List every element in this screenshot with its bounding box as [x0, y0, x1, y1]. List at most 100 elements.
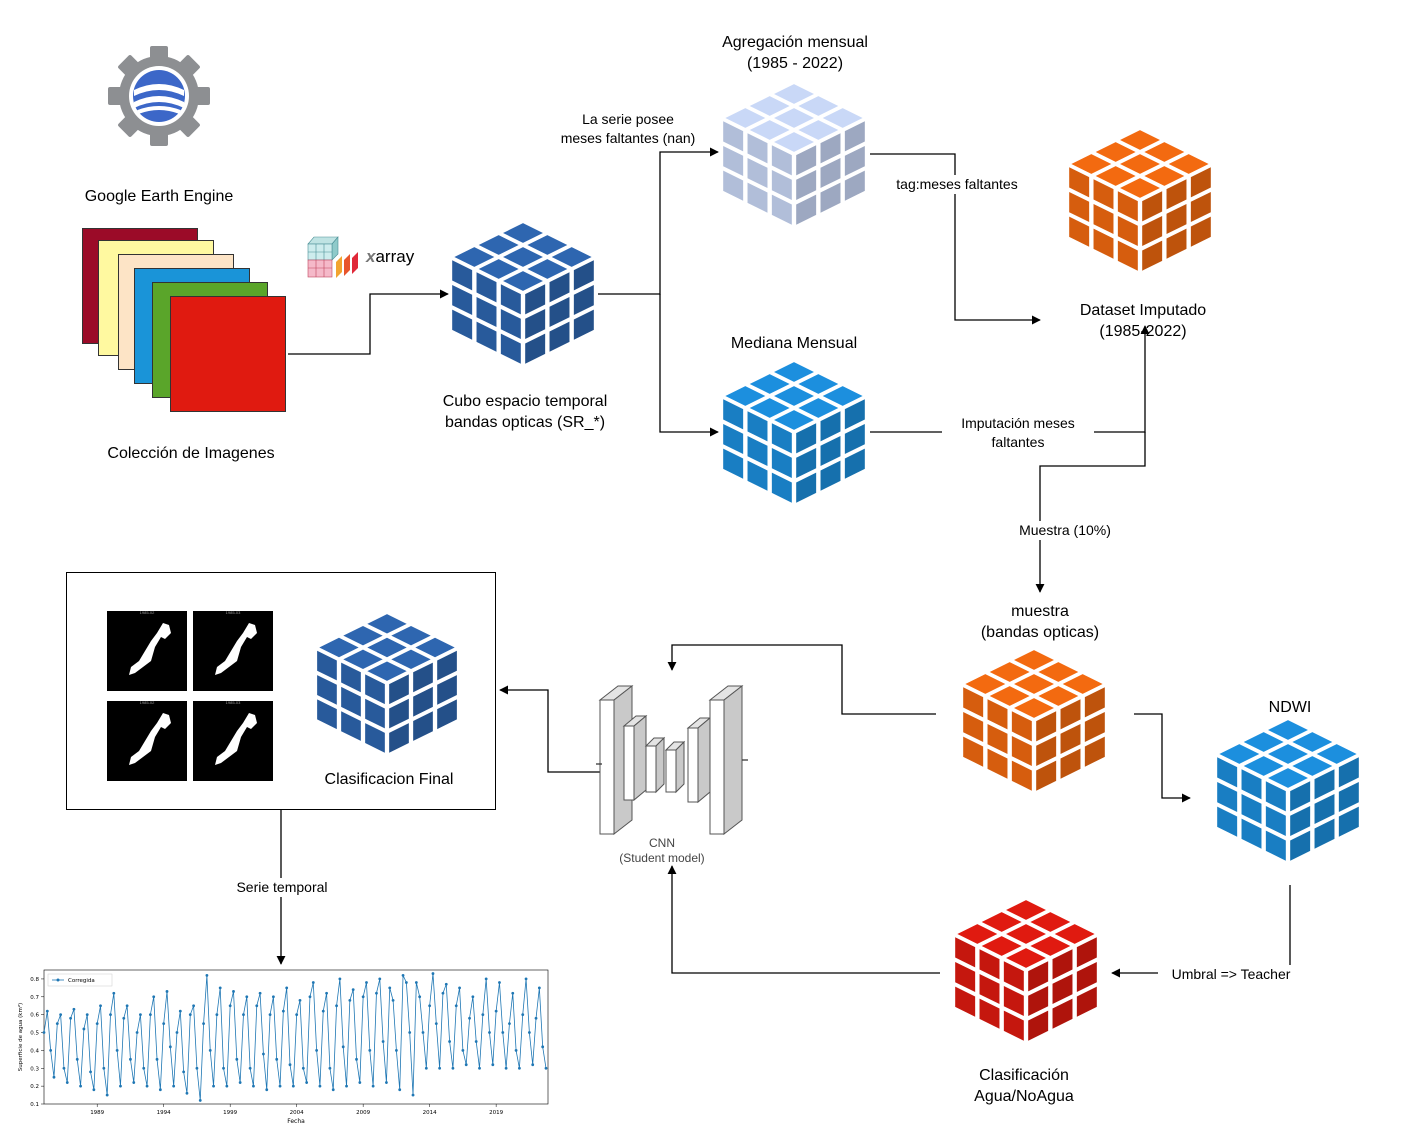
data-point	[129, 1057, 132, 1061]
cube-tile	[1241, 769, 1262, 800]
data-point	[404, 981, 408, 984]
data-point	[544, 1066, 548, 1070]
data-point	[225, 1084, 229, 1088]
agg-title: Agregación mensual(1985 - 2022)	[722, 34, 868, 72]
series-line	[43, 973, 547, 1101]
final-classification-label: Clasificacion Final	[324, 771, 454, 788]
cube-tile	[796, 169, 817, 201]
x-axis-label: Fecha	[287, 1118, 305, 1125]
data-point	[428, 1004, 432, 1008]
cube-tile	[796, 472, 817, 503]
cube-tile	[341, 662, 361, 693]
cube-tile	[452, 284, 473, 316]
data-point	[168, 1045, 172, 1049]
data-point	[434, 1022, 438, 1025]
collection-label: Colección de Imagenes	[107, 445, 275, 462]
cube-tile	[774, 410, 814, 430]
cube-tile	[798, 96, 839, 116]
cube-tile	[1028, 1010, 1049, 1041]
data-point	[195, 1066, 199, 1070]
data-point	[192, 1004, 196, 1008]
cube-tile	[1117, 191, 1138, 222]
data-point	[527, 1031, 531, 1034]
x-tick-label: 2019	[489, 1110, 503, 1116]
cube-tile	[437, 699, 457, 730]
edge-classif-to-cnn	[667, 865, 940, 974]
cube-tile	[844, 423, 865, 455]
cube-tile	[1052, 998, 1073, 1029]
cube-tile	[1338, 781, 1359, 813]
cube-tile	[389, 723, 409, 753]
data-point	[105, 1093, 109, 1097]
cube-tile	[723, 423, 744, 455]
x-tick-label: 2009	[356, 1110, 370, 1116]
cube-tile	[796, 194, 817, 225]
sample-percent-label: Muestra (10%)	[1005, 521, 1125, 540]
cube-tile	[1095, 166, 1136, 186]
threshold-teacher-label: Umbral => Teacher	[1158, 965, 1304, 984]
cube-tile	[1190, 167, 1211, 198]
cube-tile	[1217, 757, 1238, 788]
data-point	[424, 1066, 428, 1070]
legend-box	[47, 973, 113, 987]
cube-tile	[844, 170, 865, 201]
edge-ndwi-to-classif	[1111, 885, 1291, 978]
data-point	[99, 1004, 102, 1008]
cube-tile	[965, 674, 1006, 694]
cube-imputed-dataset-graphic	[1065, 127, 1215, 275]
data-point	[414, 981, 418, 984]
cube-tile	[844, 448, 865, 479]
data-point	[228, 1004, 232, 1008]
cube-tile	[343, 625, 383, 646]
cube-tile	[478, 259, 519, 279]
y-tick-label: 0.1	[30, 1102, 39, 1108]
data-point	[291, 1084, 295, 1088]
tag-missing-label: tag:meses faltantes	[882, 175, 1032, 194]
edge-agg-to-imputed	[870, 153, 1041, 325]
data-point	[531, 1063, 535, 1067]
data-point	[331, 1088, 335, 1092]
xarray-x-letter: x	[366, 247, 376, 266]
cube-tile	[1338, 806, 1359, 837]
lake-mask-shape	[129, 623, 171, 675]
data-point	[311, 981, 315, 984]
cube-tile	[749, 96, 790, 116]
cube-tile	[476, 296, 497, 328]
google-earth-engine-gear-globe-icon	[108, 46, 210, 146]
data-point	[321, 1009, 325, 1013]
cube-tile	[1071, 154, 1112, 174]
x-tick-label: 1989	[90, 1110, 104, 1116]
data-point	[421, 1031, 425, 1034]
data-point	[172, 1084, 176, 1088]
cube-tile	[820, 157, 841, 189]
cube-tile	[341, 711, 361, 741]
data-point	[464, 1063, 468, 1067]
data-point	[298, 998, 302, 1002]
cube-tile	[573, 284, 594, 316]
lake-mask-shape	[129, 713, 171, 765]
data-point	[361, 995, 365, 999]
cube-tile	[1241, 818, 1262, 849]
cube-tile	[317, 650, 337, 681]
data-point	[285, 986, 289, 990]
cube-tile	[365, 723, 385, 753]
cube-tile	[1069, 167, 1090, 198]
cube-tile	[1093, 179, 1114, 210]
cube-tile	[1117, 215, 1138, 247]
data-point	[89, 1070, 92, 1074]
cube-tile	[365, 674, 385, 705]
data-point	[42, 1031, 46, 1034]
data-point	[378, 977, 382, 981]
cube-tile	[747, 182, 768, 213]
cube-tile	[957, 924, 998, 944]
data-point	[411, 1093, 415, 1097]
data-point	[537, 986, 541, 990]
cube-tile	[1217, 781, 1238, 813]
cube-tile	[820, 460, 841, 491]
cube-tile	[822, 108, 863, 128]
lake-mask-shape	[215, 713, 257, 765]
cube-tile	[413, 662, 433, 693]
data-point	[385, 1081, 388, 1084]
data-point	[335, 1004, 338, 1008]
